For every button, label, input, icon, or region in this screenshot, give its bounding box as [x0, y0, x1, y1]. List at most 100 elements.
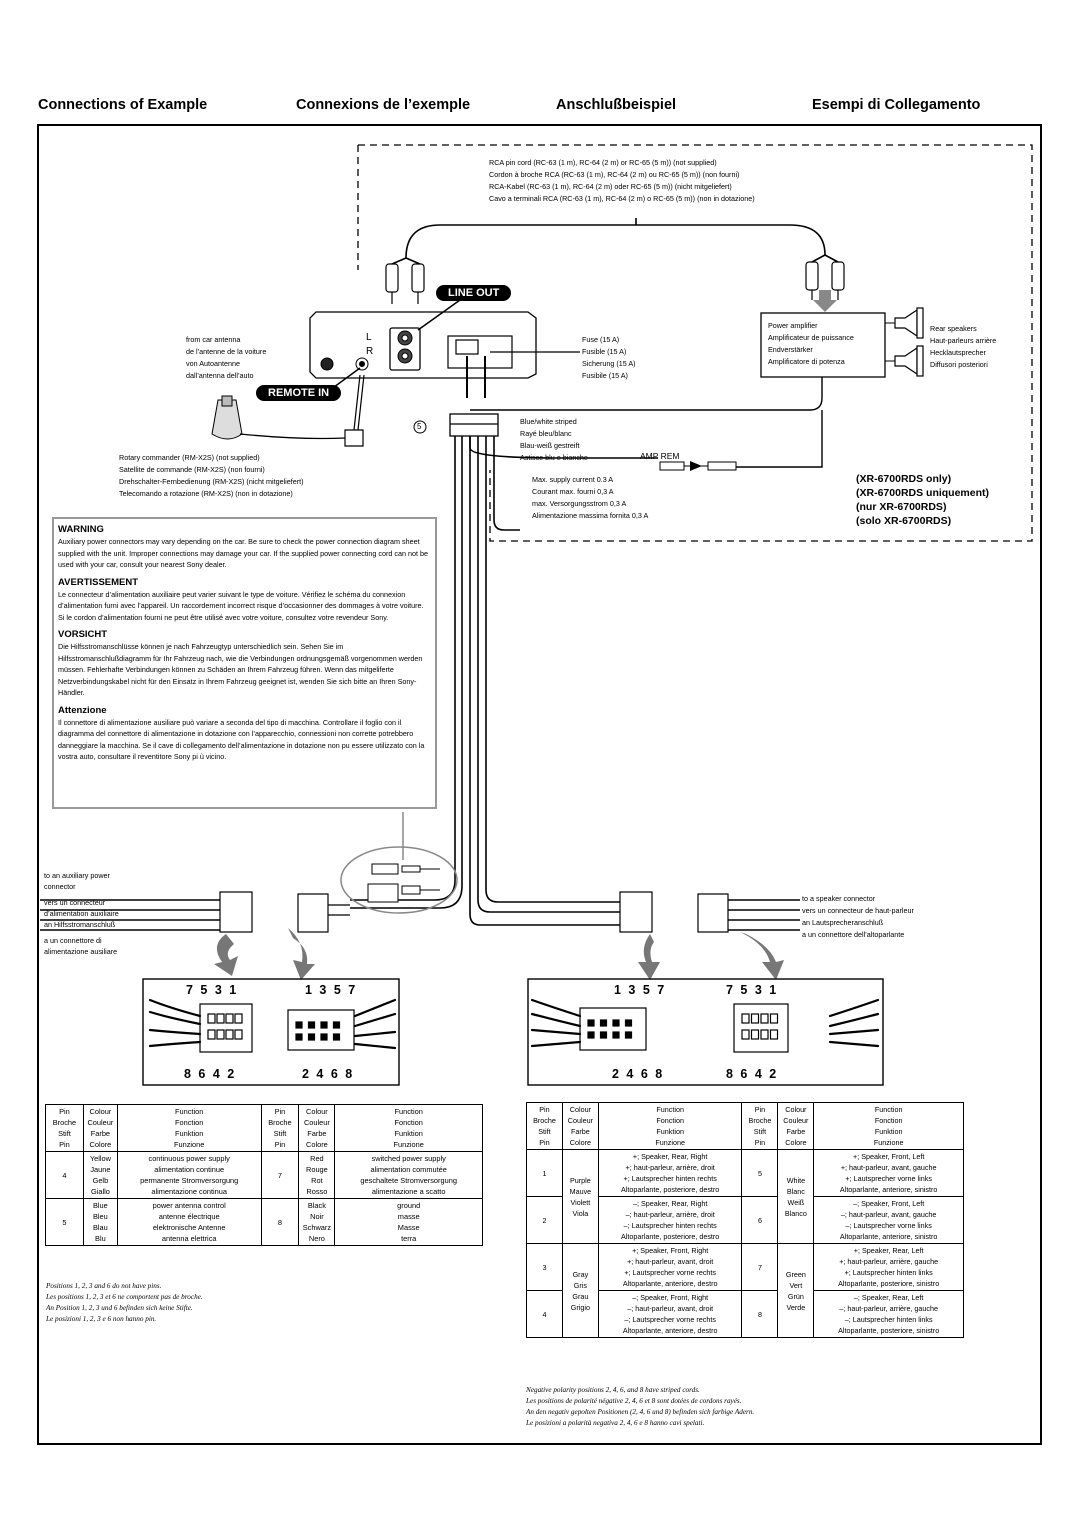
connector-pin — [307, 1033, 316, 1041]
function-text: –; Lautsprecher hinten rechts — [623, 1221, 717, 1230]
colour-text: Bleu — [92, 1212, 108, 1221]
connector-pin — [295, 1021, 303, 1029]
connector-pin — [624, 1031, 633, 1039]
function-text: switched power supply — [371, 1154, 446, 1163]
connector-pin — [750, 1013, 760, 1024]
colour-text: Giallo — [90, 1187, 110, 1196]
colour-text: Green — [785, 1269, 806, 1279]
connector-pin — [750, 1029, 760, 1040]
rca-plugs-right — [805, 261, 845, 300]
header-italian: Esempi di Collegamento — [812, 97, 981, 113]
colour-text: Vert — [789, 1280, 803, 1290]
pin-label-aux-male-bottom: 2 4 6 8 — [302, 1067, 355, 1081]
hdr-colour: Farbe — [90, 1129, 111, 1138]
line-out-pointer — [417, 299, 461, 331]
hdr-pin: Stift — [753, 1127, 767, 1136]
hdr-colour: Colour — [569, 1105, 591, 1114]
colour-text: Mauve — [569, 1186, 592, 1196]
hdr-colour: Colore — [569, 1138, 591, 1147]
speaker-connector-label: to a speaker connector vers un connecteu… — [802, 893, 914, 941]
function-text: alimentazione continua — [151, 1187, 227, 1196]
rotary-fr: Satellite de commande (RM-X2S) (non four… — [119, 465, 265, 474]
hdr-function: Funktion — [656, 1127, 684, 1136]
hdr-function: Fonction — [394, 1118, 423, 1127]
header-german: Anschlußbeispiel — [556, 97, 677, 113]
aux-power-line: an Hilfsstromanschluß — [44, 920, 116, 929]
rear-speakers-de: Hecklautsprecher — [930, 348, 986, 357]
function-text: alimentazione a scatto — [371, 1187, 446, 1196]
antenna-jack — [320, 357, 369, 371]
pin-cell: 4 — [526, 1290, 563, 1338]
hdr-pin: Pin — [754, 1138, 766, 1147]
colour-text: Rosso — [306, 1187, 328, 1196]
connector-pin — [216, 1029, 225, 1040]
connector-pin — [216, 1013, 225, 1024]
function-text: –; Lautsprecher vorne links — [845, 1221, 932, 1230]
hdr-colour: Couleur — [303, 1118, 330, 1127]
connector-body — [199, 1003, 253, 1053]
warning-box: WARNING Auxiliary power connectors may v… — [52, 517, 437, 809]
function-text: +; Lautsprecher hinten rechts — [623, 1174, 717, 1183]
function-text: +; Speaker, Rear, Right — [632, 1152, 708, 1161]
hdr-colour: Colour — [306, 1107, 328, 1116]
speaker-note-en: Negative polarity positions 2, 4, 6, and… — [526, 1386, 700, 1394]
colour-text: Schwarz — [302, 1223, 332, 1232]
rear-speakers-label: Rear speakers Haut-parleurs arrière Heck… — [930, 323, 996, 371]
rotary-de: Drehschalter-Fernbedienung (RM-X2S) (nic… — [119, 477, 304, 486]
speaker-note-de: An den negativ gepolten Positionen (2, 4… — [526, 1408, 755, 1416]
fuse-de: Sicherung (15 A) — [582, 359, 636, 368]
colour-text: Gray — [572, 1269, 589, 1279]
rca-cord-de: RCA-Kabel (RC-63 (1 m), RC-64 (2 m) oder… — [489, 182, 732, 191]
function-text: continuous power supply — [148, 1154, 230, 1163]
hdr-pin: Broche — [533, 1116, 556, 1125]
pin-blocks — [199, 1003, 789, 1053]
pin-label-aux-male-top: 1 3 5 7 — [305, 983, 358, 997]
main-harness-connector — [449, 413, 499, 437]
function-text: –; haut-parleur, avant, gauche — [840, 1210, 937, 1219]
power-table-note: Positions 1, 2, 3 and 6 do not have pins… — [46, 1281, 203, 1325]
function-text: alimentation commutée — [370, 1165, 447, 1174]
warning-text-it: Il connettore di alimentazione ausiliare… — [58, 717, 425, 762]
power-note-en: Positions 1, 2, 3 and 6 do not have pins… — [46, 1282, 162, 1290]
plug-detail-zoom — [340, 812, 458, 914]
hdr-colour: Farbe — [786, 1127, 806, 1136]
pin-cell: 1 — [526, 1149, 563, 1197]
colour-text: Red — [310, 1154, 324, 1163]
antenna-it: dall’antenna dell’auto — [186, 371, 254, 380]
colour-text: Grau — [572, 1291, 589, 1301]
rotary-commander-label: Rotary commander (RM-X2S) (not supplied)… — [119, 452, 304, 500]
supply-current-en: Max. supply current 0.3 A — [532, 475, 614, 484]
arrow-to-amplifier — [813, 290, 837, 312]
connector-pin — [612, 1019, 620, 1027]
function-text: –; haut-parleur, arrière, droit — [625, 1210, 715, 1219]
connector-pin — [741, 1029, 750, 1040]
connector-pin — [225, 1013, 234, 1024]
aux-power-line: a un connettore di — [44, 936, 102, 945]
connector-pin — [207, 1013, 216, 1024]
rca-cord-label: RCA pin cord (RC-63 (1 m), RC-64 (2 m) o… — [489, 157, 755, 205]
function-text: –; haut-parleur, avant, droit — [627, 1304, 714, 1313]
hdr-function: Function — [874, 1105, 903, 1114]
connector-pin — [332, 1033, 341, 1041]
function-cell: continuous power supply alimentation cont… — [116, 1151, 262, 1199]
colour-text: Blue — [92, 1201, 108, 1210]
hdr-pin: Broche — [52, 1118, 77, 1127]
hdr-function: Function — [394, 1107, 423, 1116]
function-text: alimentation continue — [154, 1165, 225, 1174]
channel-l-label: L — [366, 332, 372, 343]
colour-text: White — [786, 1175, 806, 1185]
aux-power-line: alimentazione ausiliare — [44, 947, 118, 956]
colour-text: Jaune — [90, 1165, 111, 1174]
function-cell: –; Speaker, Front, Left–; haut-parleur, … — [813, 1196, 964, 1244]
amplifier-box — [760, 312, 886, 378]
function-text: elektronische Antenne — [152, 1223, 226, 1232]
speaker-note-fr: Les positions de polarité négative 2, 4,… — [526, 1397, 742, 1405]
line-out-jacks — [397, 330, 413, 364]
hdr-colour: Colour — [785, 1105, 807, 1114]
dashed-optional-box — [357, 144, 1033, 542]
